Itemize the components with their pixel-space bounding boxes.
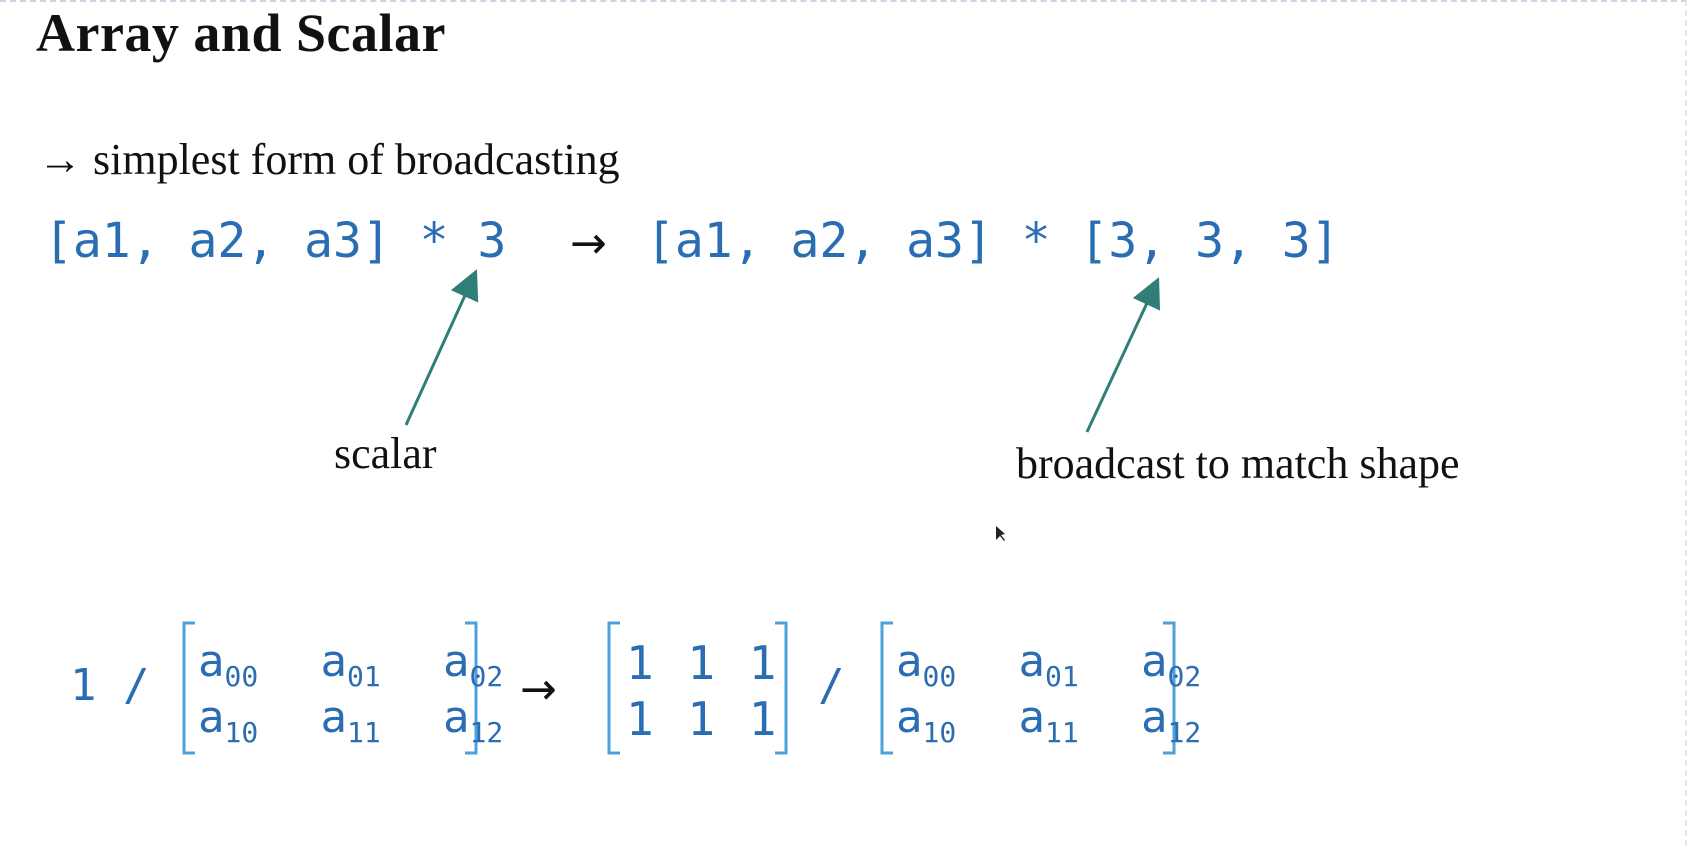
mouse-cursor-icon	[996, 526, 1005, 541]
matrix-a-element: a01	[320, 636, 381, 693]
scalar-pointer-arrow	[404, 269, 479, 426]
ones-matrix-row-0: 1 1 1	[626, 636, 777, 690]
matrix-a-row-1: a10 a11 a12	[198, 692, 503, 749]
right-arrow-icon: →	[520, 664, 557, 715]
slide-title: Array and Scalar	[36, 3, 446, 63]
ones-matrix-row-1: 1 1 1	[626, 692, 777, 746]
ones-matrix-right-bracket	[775, 621, 788, 755]
matrix-a-element: a12	[443, 692, 504, 749]
broadcast-label: broadcast to match shape	[1016, 439, 1460, 488]
slide-right-border	[1685, 0, 1687, 846]
matrix-b-element: a01	[1018, 636, 1079, 693]
matrix-b-right-bracket	[1163, 621, 1176, 755]
matrix-a-right-bracket	[465, 621, 478, 755]
right-arrow-icon: →	[38, 135, 82, 184]
divide-operator: /	[818, 660, 845, 711]
matrix-b-element: a12	[1141, 692, 1202, 749]
slide-top-border	[0, 0, 1687, 2]
matrix-a-element: a00	[198, 636, 259, 693]
matrix-b-row-1: a10 a11 a12	[896, 692, 1201, 749]
example1-left-expression: [a1, a2, a3] * 3	[44, 213, 507, 269]
matrix-b-row-0: a00 a01 a02	[896, 636, 1201, 693]
example1-right-expression: [a1, a2, a3] * [3, 3, 3]	[646, 213, 1340, 269]
matrix-b-left-bracket	[880, 621, 893, 755]
example2-numerator: 1 /	[70, 660, 150, 711]
matrix-b-element: a10	[896, 692, 957, 749]
scalar-label: scalar	[334, 429, 437, 478]
broadcast-pointer-arrow	[1085, 277, 1161, 433]
matrix-a-row-0: a00 a01 a02	[198, 636, 503, 693]
matrix-a-element: a02	[443, 636, 504, 693]
matrix-b-element: a00	[896, 636, 957, 693]
right-arrow-icon: →	[570, 218, 607, 269]
matrix-a-element: a11	[320, 692, 381, 749]
matrix-a-element: a10	[198, 692, 259, 749]
ones-matrix-left-bracket	[607, 621, 620, 755]
matrix-a-left-bracket	[182, 621, 195, 755]
subtitle-text: simplest form of broadcasting	[93, 135, 620, 184]
matrix-b-element: a11	[1018, 692, 1079, 749]
subtitle-line: → simplest form of broadcasting	[38, 134, 620, 185]
matrix-b-element: a02	[1141, 636, 1202, 693]
